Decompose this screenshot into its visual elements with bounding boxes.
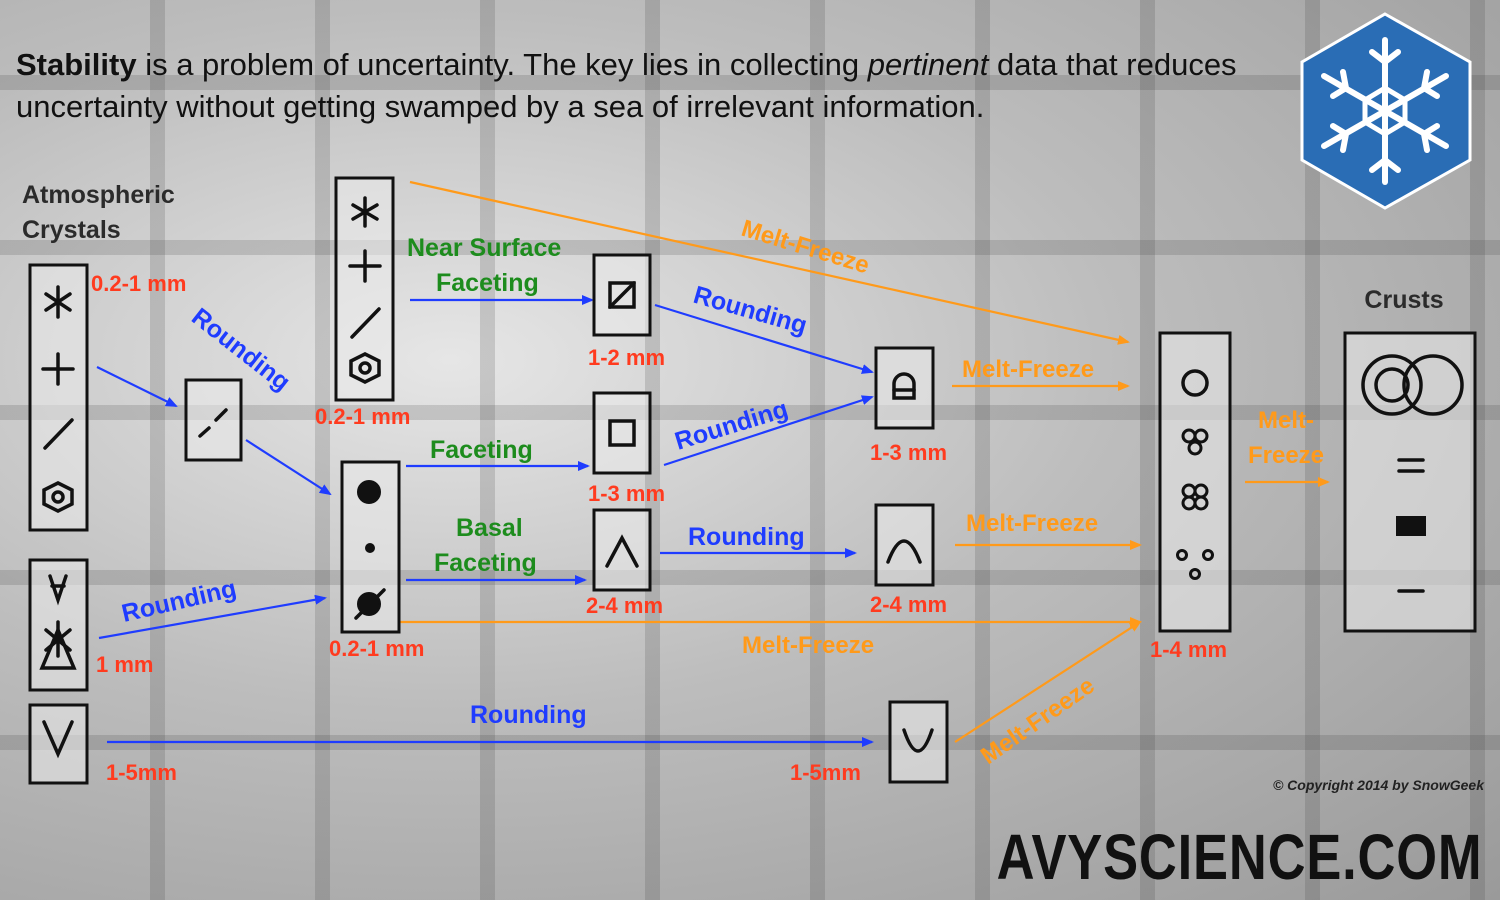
label-melt-freeze-2: Melt-Freeze — [962, 356, 1094, 383]
size-rounded-surface-hoar: 1-5mm — [790, 760, 861, 785]
box-rounded-depth-hoar — [874, 503, 935, 587]
box-surface-hoar — [28, 703, 89, 785]
wind-packed-icon — [354, 588, 386, 620]
box-rounded-facets — [874, 346, 935, 430]
size-new-snow: 0.2-1 mm — [315, 404, 410, 429]
decomposing-icon — [198, 408, 228, 438]
needle-icon — [43, 418, 74, 450]
small-round-icon — [365, 543, 375, 553]
arrow-rounding-nsf — [654, 303, 874, 374]
arrow-rounding-atmospheric — [96, 366, 178, 407]
label-rounding-6: Rounding — [470, 701, 587, 729]
label-rounding-5: Rounding — [688, 523, 805, 551]
stellar-icon — [44, 285, 72, 319]
label-melt-freeze-6-line2: Freeze — [1248, 442, 1324, 469]
plate-icon — [42, 481, 74, 513]
headline-italic: pertinent — [867, 47, 989, 82]
size-near-surface-facets: 1-2 mm — [588, 345, 665, 370]
needle-icon-2 — [350, 307, 381, 339]
melt-round-icon — [1181, 369, 1209, 397]
melt-freeze-crust-icon — [1361, 354, 1464, 416]
arrow-rounding-facets — [663, 395, 874, 467]
label-rounding-2: Rounding — [119, 574, 239, 628]
arrow-melt-freeze-top — [409, 180, 1130, 345]
label-basal-line1: Basal — [456, 514, 523, 542]
site-name: AVYSCIENCE.COM — [996, 821, 1482, 893]
rounded-facet-icon — [892, 372, 916, 400]
label-near-surface-line2: Faceting — [436, 269, 539, 297]
title-atmospheric-line2: Crystals — [22, 216, 121, 244]
size-graupel: 1 mm — [96, 652, 153, 677]
size-surface-hoar: 1-5mm — [106, 760, 177, 785]
arrow-rounding-graupel — [98, 594, 327, 640]
box-basal-facets — [592, 508, 652, 592]
size-rounds: 0.2-1 mm — [329, 636, 424, 661]
size-facets: 1-3 mm — [588, 481, 665, 506]
stellar-icon-2 — [351, 196, 379, 228]
graupel-icon — [48, 574, 68, 606]
size-melt-forms: 1-4 mm — [1150, 637, 1227, 662]
headline: Stability is a problem of uncertainty. T… — [16, 44, 1256, 128]
label-rounding-3: Rounding — [690, 281, 810, 340]
size-rounded-depth-hoar: 2-4 mm — [870, 592, 947, 617]
title-atmospheric-line1: Atmospheric — [22, 181, 175, 209]
facet-icon — [608, 419, 636, 447]
depth-hoar-icon — [605, 534, 639, 568]
surface-hoar-icon — [42, 720, 74, 759]
ice-layer-icon — [1397, 458, 1425, 473]
label-basal-line2: Faceting — [434, 549, 537, 577]
box-crusts — [1343, 331, 1477, 633]
hail-icon — [39, 620, 77, 670]
label-melt-freeze-4: Melt-Freeze — [742, 632, 874, 659]
arrow-rounding-decomposing — [245, 439, 332, 496]
title-crusts: Crusts — [1364, 286, 1443, 314]
box-rounded-surface-hoar — [888, 700, 949, 784]
large-round-icon — [357, 480, 381, 504]
plus-icon-2 — [348, 249, 382, 283]
label-near-surface-line1: Near Surface — [407, 234, 561, 262]
size-basal-facets: 2-4 mm — [586, 593, 663, 618]
label-melt-freeze-5: Melt-Freeze — [976, 672, 1100, 770]
size-atmospheric: 0.2-1 mm — [91, 271, 186, 296]
melt-cluster-icon — [1181, 428, 1209, 456]
melt-polycrystal-icon — [1181, 483, 1209, 511]
label-melt-freeze-6-line1: Melt- — [1258, 407, 1314, 434]
plus-icon — [41, 352, 75, 386]
size-rounded-facets: 1-3 mm — [870, 440, 947, 465]
arrow-melt-freeze-surface-hoar — [954, 620, 1142, 743]
headline-part1: is a problem of uncertainty. The key lie… — [136, 47, 868, 82]
rounded-surface-hoar-icon — [902, 728, 934, 753]
label-faceting: Faceting — [430, 436, 533, 464]
slush-icon — [1176, 549, 1214, 580]
headline-bold: Stability — [16, 47, 137, 82]
headline-part2: data that reduces uncertainty without ge… — [16, 47, 1237, 124]
copyright-notice: © Copyright 2014 by SnowGeek — [1272, 777, 1484, 793]
box-facets — [592, 391, 652, 475]
rounded-depth-hoar-icon — [886, 539, 922, 564]
box-melt-forms — [1158, 331, 1232, 633]
label-melt-freeze-3: Melt-Freeze — [966, 510, 1098, 537]
snowflake-logo-icon — [1300, 12, 1472, 210]
box-decomposing — [184, 378, 243, 462]
near-surface-facet-icon — [608, 281, 636, 309]
rain-crust-icon — [1396, 516, 1426, 536]
label-rounding-4: Rounding — [672, 395, 792, 456]
plate-icon-2 — [349, 352, 381, 384]
